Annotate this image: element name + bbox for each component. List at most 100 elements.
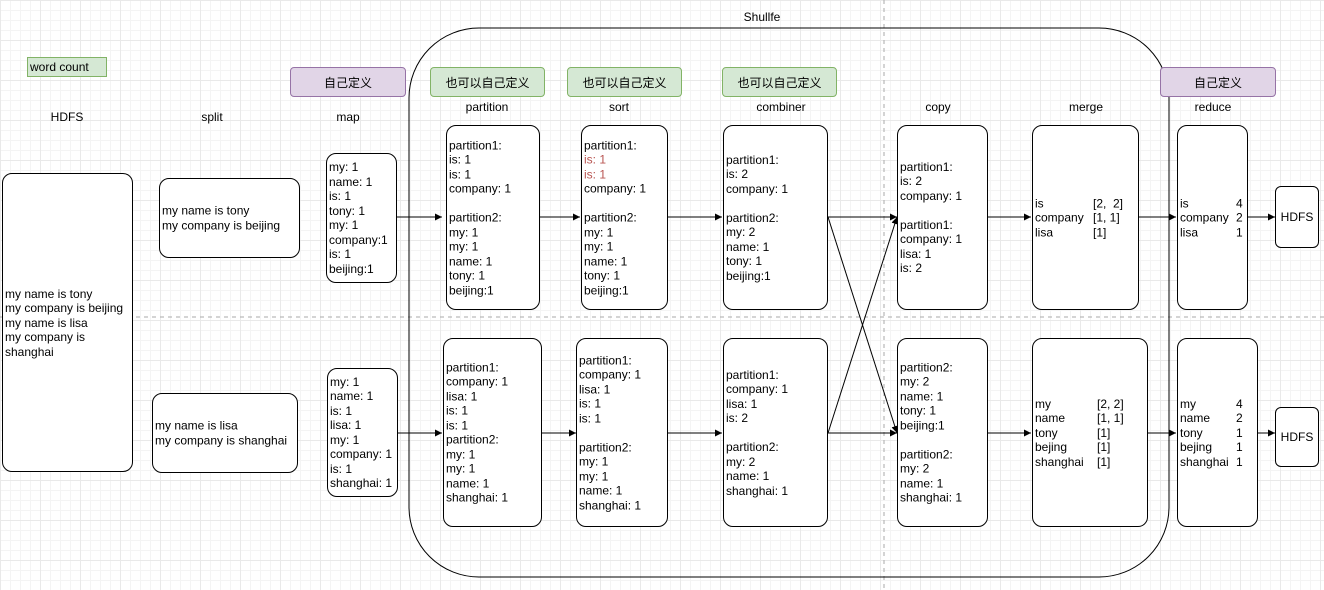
partition1-line: my: 1 [449, 224, 479, 239]
map2-line: company: 1 [330, 447, 393, 461]
split2-line: my name is lisa [155, 418, 238, 433]
copy2-line: name: 1 [900, 476, 944, 490]
partition2-line: my: 1 [446, 461, 476, 476]
merge2-key: my [1035, 396, 1051, 411]
merge1-value: [2, 2] [1093, 195, 1124, 210]
merge2-value: [1] [1097, 439, 1111, 454]
sort1-line: tony: 1 [584, 268, 621, 283]
sort1-line: partition1: [584, 137, 637, 152]
merge1-value: [1] [1093, 224, 1107, 239]
hdfs_input-line: my name is tony [5, 286, 93, 301]
partition-custom-tag: 也可以自己定义 [430, 67, 545, 97]
merge2-value: [1, 1] [1097, 410, 1124, 425]
combiner2-line: name: 1 [726, 468, 770, 483]
copy2-line: partition2: [900, 360, 953, 374]
combiner1-line: name: 1 [726, 239, 770, 254]
connectors [397, 213, 1275, 437]
combiner2-line: lisa: 1 [726, 396, 758, 411]
combiner1-line: tony: 1 [726, 253, 763, 268]
reduce2-key: name [1180, 410, 1211, 425]
hdfs-output-2-text: HDFS [1280, 429, 1314, 444]
map1-line: tony: 1 [329, 203, 366, 218]
copy2-line: name: 1 [900, 389, 944, 403]
sort2-line: partition2: [579, 439, 632, 454]
sort2-line: partition1: [579, 352, 632, 367]
reduce2-value: 2 [1236, 410, 1243, 425]
copy1-line: company: 1 [900, 232, 963, 246]
arrow-combiner2-copy1-cross [827, 216, 899, 434]
reduce2-key: tony [1180, 425, 1203, 440]
stage-label-partition: partition [465, 100, 509, 114]
reduce2-key: bejing [1180, 439, 1213, 454]
partition1-line: partition2: [449, 210, 502, 225]
map-custom-tag: 自己定义 [290, 67, 406, 97]
combiner1-line [726, 196, 825, 211]
copy2-line: beijing:1 [900, 418, 945, 432]
combiner2-line: is: 2 [726, 410, 749, 425]
map2-line: is: 1 [330, 461, 353, 476]
merge1-key: lisa [1035, 224, 1054, 239]
sort2-line: is: 1 [579, 396, 602, 411]
hdfs-output-box-2: HDFS [1275, 407, 1319, 467]
combiner1-line: partition2: [726, 210, 779, 225]
merge2-key: tony [1035, 425, 1058, 440]
stage-label-split: split [201, 110, 223, 124]
reduce2-value: 4 [1236, 396, 1243, 411]
merge2-value: [1] [1097, 425, 1111, 440]
partition1-line: my: 1 [449, 239, 479, 254]
map1-line: my: 1 [329, 160, 359, 174]
sort2-line: shanghai: 1 [579, 497, 642, 512]
combiner2-line: shanghai: 1 [726, 483, 789, 498]
sort1-line: is: 1 [584, 152, 607, 167]
merge2-key: shanghai [1035, 454, 1084, 469]
stage-label-merge: merge [1068, 100, 1104, 114]
reduce2-key: shanghai [1180, 454, 1229, 469]
sort2-line: my: 1 [579, 468, 609, 483]
copy1-line: company: 1 [900, 188, 963, 203]
combiner2-line [726, 425, 825, 440]
map2-line: my: 1 [330, 374, 360, 389]
map2-line: lisa: 1 [330, 418, 362, 432]
merge2-key: bejing [1035, 439, 1068, 454]
reduce1-key: company [1180, 210, 1229, 225]
partition2-line: is: 1 [446, 418, 469, 432]
copy1-line: is: 2 [900, 261, 923, 275]
sort1-line [584, 196, 665, 211]
partition2-line: is: 1 [446, 403, 469, 418]
combiner2-line: my: 2 [726, 454, 756, 469]
copy1-line: is: 2 [900, 174, 923, 188]
stage-label-reduce: reduce [1194, 100, 1232, 114]
hdfs-output-box-1: HDFS [1275, 186, 1319, 248]
sort2-line [579, 425, 665, 440]
combiner1-line: partition1: [726, 152, 779, 167]
partition1-line: name: 1 [449, 253, 493, 268]
sort2-line: is: 1 [579, 410, 602, 425]
copy1-line: partition1: [900, 159, 953, 174]
sort1-line: partition2: [584, 210, 637, 225]
combiner2-line: partition1: [726, 367, 779, 382]
copy2-line: my: 2 [900, 461, 930, 476]
copy1-line: lisa: 1 [900, 246, 932, 261]
merge2-key: name [1035, 410, 1066, 425]
word-count-note: word count [27, 57, 107, 77]
partition1-line: is: 1 [449, 152, 472, 167]
combiner2-line: company: 1 [726, 381, 789, 396]
sort1-line: company: 1 [584, 181, 647, 196]
partition2-line: lisa: 1 [446, 389, 478, 403]
